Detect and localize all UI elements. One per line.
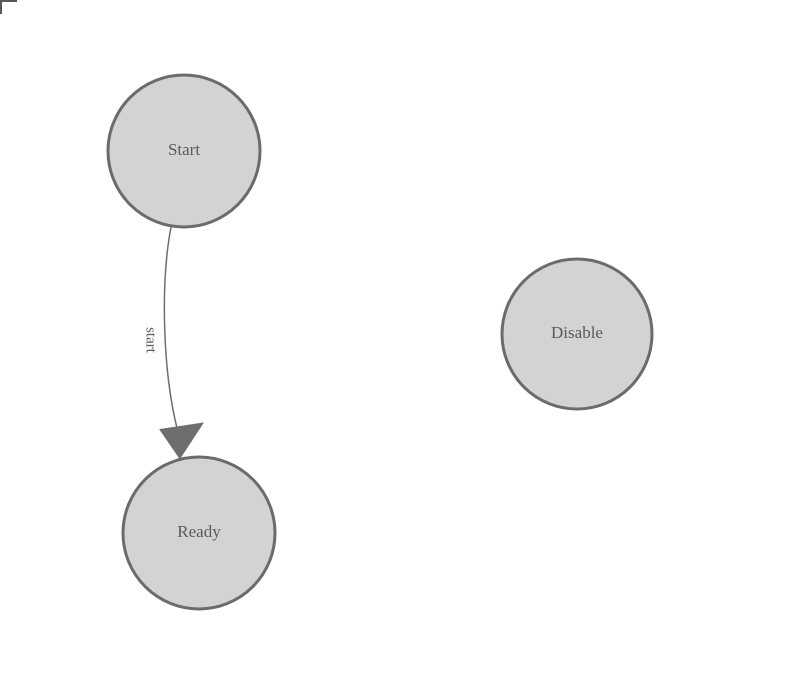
edge-start-to-ready[interactable]: start (143, 226, 205, 460)
node-disable-label: Disable (551, 323, 603, 342)
node-ready-circle[interactable] (121, 455, 277, 611)
node-start[interactable]: Start (106, 73, 262, 229)
node-ready[interactable]: Ready (121, 455, 277, 611)
edge-label-start: start (143, 327, 159, 354)
arrowhead-icon (159, 422, 205, 460)
node-start-label: Start (168, 140, 200, 159)
node-disable-circle[interactable] (500, 257, 654, 411)
node-start-circle[interactable] (106, 73, 262, 229)
edge-line (163, 226, 179, 433)
node-ready-label: Ready (177, 522, 221, 541)
corner-mark (0, 0, 17, 14)
node-disable[interactable]: Disable (500, 257, 654, 411)
